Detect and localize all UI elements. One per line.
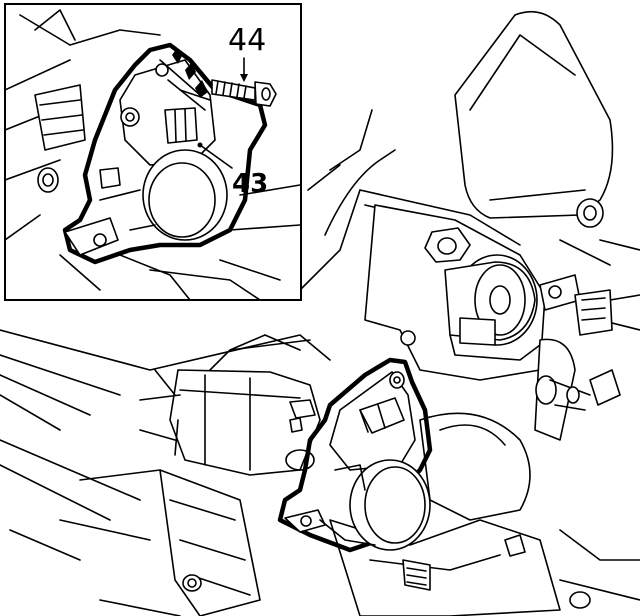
throttle-sensor-detail (62, 42, 268, 265)
callout-44-label: 44 (228, 23, 266, 58)
reservoir-housing (454, 10, 614, 219)
main-engine-view (0, 10, 640, 616)
bolt-44 (211, 79, 277, 107)
callout-43-label: 43 (232, 169, 268, 199)
leader-43 (199, 144, 233, 169)
detail-inset: 44 43 (4, 3, 302, 301)
throttle-sensor-main (277, 357, 433, 553)
